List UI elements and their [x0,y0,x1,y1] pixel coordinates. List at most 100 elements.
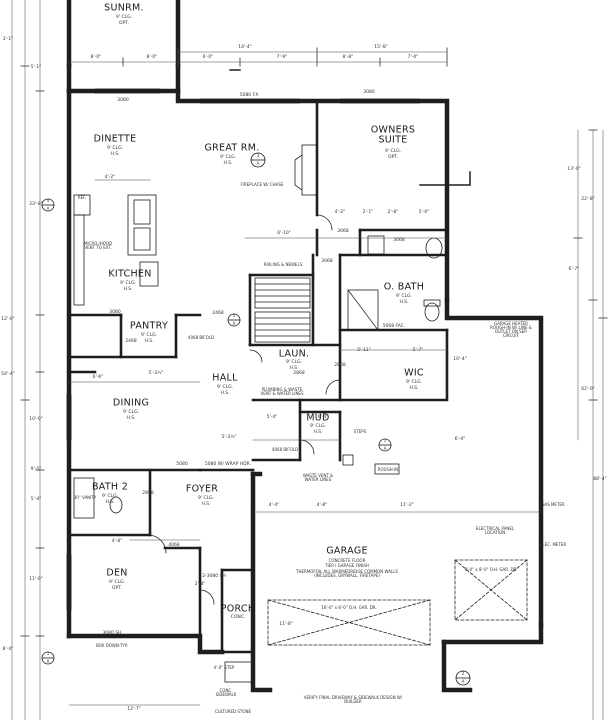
dim-v-62-0: 62'-0" [581,386,595,392]
dim-v-13-0: 13'-0" [567,166,581,172]
room-spec-o-bath: H.S. [399,299,409,305]
section-marker-d-ref: A [383,446,387,451]
room-name-bath2: BATH 2 [91,481,129,493]
dim-v-9-5: 9'-5" [30,466,42,472]
garage-door-8-note: 8'-0" x 8'-0" O.H. GAR. DR. [464,567,518,572]
dim-4-8: 4'-8" [316,502,328,508]
room-ceiling-bath2: 9' CLG. [101,493,119,499]
dim-6-10: 6'-10" [277,230,291,236]
section-marker-d-number: 1 [383,438,387,443]
dim-top-f: 7'-0" [407,54,419,60]
dim-12-7: 12'-7" [127,706,141,712]
room-ceiling-hall: 9' CLG. [216,384,234,390]
garage-finish-note: TIER I GARAGE FINISH [325,563,369,568]
room-name-sunroom: SUNRM. [104,2,144,14]
dim-4-8b: 4'-8" [111,538,123,544]
elec-meter-note: ELEC. METER [539,542,567,547]
room-spec-dining: H.S. [126,415,136,421]
section-marker-a-ref: A [46,206,50,211]
dim-2-8: 2'-8" [387,209,399,215]
room-name-hall: HALL [212,372,238,384]
room-ceiling-great-room: 9' CLG. [219,154,237,160]
dim-11-2: 11'-2" [400,502,414,508]
door-tag-2468b: 2468 [212,310,224,316]
dim-top-b: 15'-8" [374,44,388,50]
door-tag-2468: 2468 [125,338,137,344]
dim-4-4: 4'-4" [268,502,280,508]
room-spec-foyer: H.S. [201,501,211,507]
misc-marks [229,69,471,186]
room-ceiling-kitchen: 9' CLG. [119,280,137,286]
dim-top-a: 14'-4" [238,44,252,50]
dim-2-1: 2'-1" [362,209,374,215]
room-name-o-bath: O. BATH [383,281,425,293]
room-ceiling-owners-suite: 9' CLG. [384,148,402,154]
dim-2-8b: 2'-8" [194,581,206,587]
dim-5-3: 5'-3½" [148,370,164,376]
garage-heater-note: GARAGE HEATER ROUGH-IN W/ LINE & OUTLET … [490,321,532,338]
section-marker-c-ref: A [232,321,236,326]
stoop-note: 4'-0" STEP [213,665,235,670]
dim-v-12-0: 12'-0" [1,316,15,322]
room-spec-kitchen: H.S. [123,286,133,292]
room-name-laundry: LAUN. [278,348,310,360]
door-tag-3068c: 3068 [321,258,333,264]
dim-v-11-0: 11'-0" [29,576,43,582]
room-name-wic: WIC [404,367,424,379]
box-down-note: BOX DOWN-TYP. [96,643,128,648]
door-tag-3080: 3080 [117,97,129,103]
room-spec-sunroom: OPT. [119,20,129,26]
room-name-dinette: DINETTE [93,133,137,145]
dim-v-8-4: 8'-4" [2,646,14,652]
door-tag-2868c: 2868 [142,490,154,496]
door-tag-3068: 3068 [393,237,405,243]
door-tag-2868: 2868 [334,362,346,368]
cultured-stone-note: CULTURED STONE [214,709,252,714]
dim-v-6-4: 6'-4" [454,436,466,442]
room-name-great-room: GREAT RM. [204,142,260,154]
fireplace-note: FIREPLACE W/ CHASE [240,182,284,187]
room-spec-porch: CONC. [230,614,246,620]
door-tag-5068: 5068 FAC. [382,323,406,329]
microwave-note: MICRO./HOOD VENT TO EXT. [83,241,113,250]
dim-v-11-8: 11'-8" [279,621,293,627]
room-spec-wic: H.S. [409,385,419,391]
door-tag-2868b: 2868 [293,370,305,376]
room-name-pantry: PANTRY [129,320,169,332]
dim-5-0: 5'-0" [418,209,430,215]
dim-v-88-4: 88'-4" [593,476,607,482]
room-ceiling-den: 9' CLG. [108,579,126,585]
dim-5-7: 5'-7" [412,347,424,353]
room-name-kitchen: KITCHEN [108,268,152,280]
room-spec-hall: H.S. [220,390,230,396]
room-name-porch: PORCH [220,603,256,615]
section-marker-a-number: 4 [46,198,50,203]
dim-v-3-1: 3'-1" [2,36,14,42]
steps-note: STEPS [353,429,367,434]
section-marker-e-number: 2 [461,671,465,676]
garage-walls-note: THERMOFOIL ALL WARMEDRIDGE COMMON WALLS … [296,569,398,578]
room-ceiling-dining: 9' CLG. [122,409,140,415]
door-tag-3068b: 3068 [337,228,349,234]
dim-v-23-8: 23'-8" [29,201,43,207]
dim-v-10-4: 10'-4" [453,356,467,362]
room-name-dining: DINING [112,397,150,409]
dim-6-6: 6'-6" [92,374,104,380]
garage-floor-note: CONCRETE FLOOR [328,558,366,563]
exterior-walls [66,0,544,693]
dim-sun-a: 8'-0" [90,54,102,60]
gas-meter-note: GAS METER [541,502,565,507]
room-spec-great-room: H.S. [223,160,233,166]
bifold-mud-note: 4068 BIFOLD [271,447,299,452]
garage-door-16-note: 16'-0" x 8'-0" O.H. GAR. DR. [321,605,377,610]
bifold-pantry-note: 4068 BIFOLD [187,335,215,340]
room-ceiling-mud: 9' CLG. [309,423,327,429]
door-tag-4068: 4068 [168,542,180,548]
room-spec-bath2: H.S. [105,499,115,505]
dim-top-c: 6'-0" [202,54,214,60]
room-name-owners-suite: OWNERS SUITE [370,124,416,146]
vanity-note: 30" VANITY [73,495,97,500]
section-marker-f-number: 1 [46,651,50,656]
railing-note: RAILING & NEWELS [263,262,303,267]
room-name-foyer: FOYER [185,483,219,495]
